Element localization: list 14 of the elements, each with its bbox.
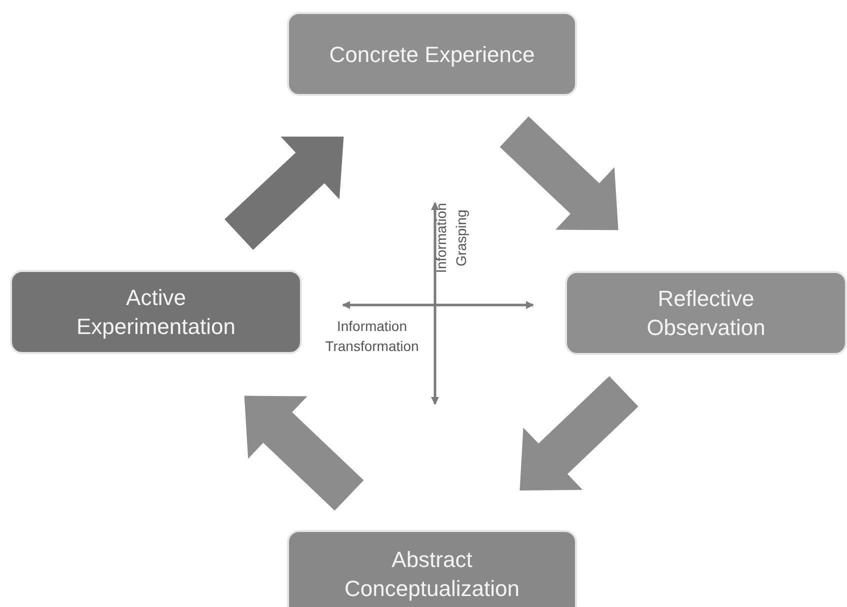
stage-label: Reflective Observation xyxy=(646,285,766,342)
block-arrow xyxy=(224,136,344,250)
stage-box xyxy=(287,12,577,96)
stage-label: Abstract Conceptualization xyxy=(344,546,520,603)
stage-label: Concrete Experience xyxy=(329,40,535,68)
axis-label: Information Transformation xyxy=(324,317,420,356)
stage-box xyxy=(565,271,847,355)
block-arrow xyxy=(500,116,618,230)
block-arrow xyxy=(244,396,364,511)
block-arrow xyxy=(520,376,638,490)
stage-label: Active Experimentation xyxy=(76,284,236,341)
axis-label: Information Grasping xyxy=(432,202,470,276)
stage-box xyxy=(10,270,302,354)
stage-box xyxy=(287,530,577,607)
